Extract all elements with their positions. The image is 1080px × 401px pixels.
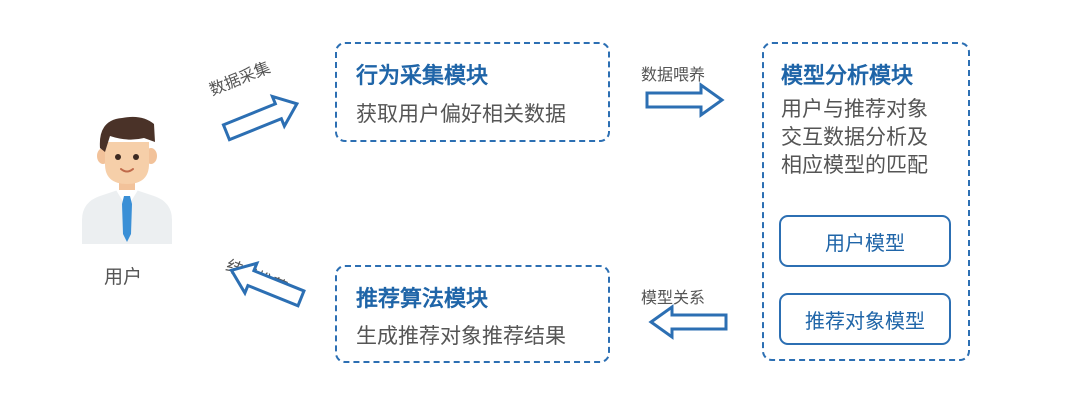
item-model-pill: 推荐对象模型 <box>779 293 951 345</box>
analysis-desc-line-3: 相应模型的匹配 <box>781 153 928 177</box>
recommend-module-desc: 生成推荐对象推荐结果 <box>356 324 566 348</box>
user-label: 用户 <box>104 266 143 288</box>
arrow-label-relation: 模型关系 <box>641 288 706 307</box>
behavior-module-desc: 获取用户偏好相关数据 <box>356 102 566 126</box>
result-arrow <box>229 261 306 308</box>
user-avatar-icon <box>82 116 172 244</box>
collect-arrow <box>221 94 300 142</box>
arrow-label-feed: 数据喂养 <box>641 65 706 84</box>
analysis-module-desc: 用户与推荐对象 交互数据分析及 相应模型的匹配 <box>781 95 928 179</box>
analysis-module-box <box>762 42 970 361</box>
relation-arrow <box>648 304 728 340</box>
recommend-module-title: 推荐算法模块 <box>356 287 489 312</box>
behavior-module-box <box>335 42 610 142</box>
recommend-module-box <box>335 265 610 363</box>
user-figure <box>78 112 176 244</box>
user-model-pill: 用户模型 <box>779 215 951 267</box>
analysis-desc-line-1: 用户与推荐对象 <box>781 97 928 121</box>
feed-arrow <box>645 82 725 118</box>
behavior-module-title: 行为采集模块 <box>356 64 489 89</box>
analysis-desc-line-2: 交互数据分析及 <box>781 125 928 149</box>
analysis-module-title: 模型分析模块 <box>781 64 914 89</box>
